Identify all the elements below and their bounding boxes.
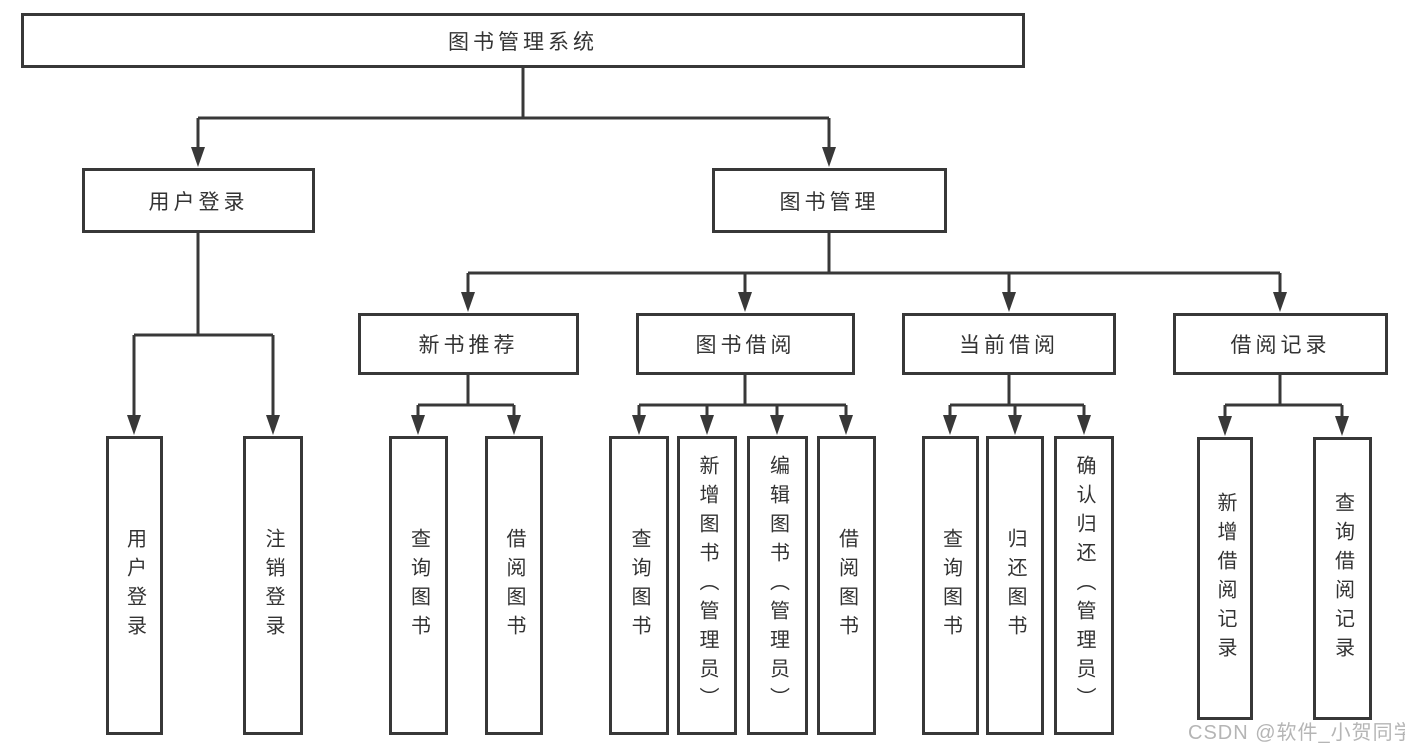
leaf-query-books-borrowing: 查询图书: [609, 436, 669, 735]
node-label: 用户登录: [123, 527, 146, 644]
node-library-system: 图书管理系统: [21, 13, 1025, 68]
node-label: 注销登录: [262, 527, 284, 644]
node-label: 当前借阅: [959, 334, 1059, 357]
node-label: 归还图书: [1004, 527, 1026, 644]
node-label: 新增借阅记录: [1214, 491, 1236, 666]
leaf-add-book-admin: 新增图书（管理员）: [677, 436, 737, 735]
leaf-edit-book-admin: 编辑图书（管理员）: [747, 436, 808, 735]
node-current-borrowing: 当前借阅: [902, 313, 1116, 375]
node-label: 查询借阅记录: [1331, 491, 1354, 666]
leaf-query-books-current: 查询图书: [922, 436, 979, 735]
leaf-query-books-recommend: 查询图书: [389, 436, 448, 735]
watermark-text: CSDN @软件_小贺同学: [1188, 722, 1405, 744]
node-label: 借阅图书: [835, 527, 858, 644]
node-label: 用户登录: [148, 190, 249, 214]
leaf-borrow-books: 借阅图书: [817, 436, 876, 735]
node-label: 借阅记录: [1230, 334, 1331, 357]
node-label: 图书管理: [779, 190, 880, 214]
node-label: 图书管理系统: [448, 30, 598, 54]
node-label: 借阅图书: [503, 527, 525, 644]
node-book-management: 图书管理: [712, 168, 947, 233]
arrowhead-icons: [127, 147, 1349, 436]
node-user-login: 用户登录: [82, 168, 315, 233]
node-book-borrowing: 图书借阅: [636, 313, 855, 375]
node-label: 确认归还（管理员）: [1073, 455, 1095, 716]
node-label: 编辑图书（管理员）: [766, 455, 789, 716]
leaf-query-borrow-record: 查询借阅记录: [1313, 437, 1372, 720]
node-borrow-records: 借阅记录: [1173, 313, 1388, 375]
node-label: 新书推荐: [418, 334, 519, 357]
node-label: 查询图书: [939, 527, 962, 644]
leaf-user-login: 用户登录: [106, 436, 163, 735]
node-label: 查询图书: [628, 527, 650, 644]
leaf-borrow-books-recommend: 借阅图书: [485, 436, 543, 735]
node-label: 新增图书（管理员）: [696, 455, 718, 716]
leaf-return-books: 归还图书: [986, 436, 1044, 735]
node-label: 图书借阅: [695, 334, 796, 357]
node-new-book-recommend: 新书推荐: [358, 313, 579, 375]
leaf-add-borrow-record: 新增借阅记录: [1197, 437, 1253, 720]
leaf-logout: 注销登录: [243, 436, 303, 735]
leaf-confirm-return-admin: 确认归还（管理员）: [1054, 436, 1114, 735]
node-label: 查询图书: [407, 527, 430, 644]
